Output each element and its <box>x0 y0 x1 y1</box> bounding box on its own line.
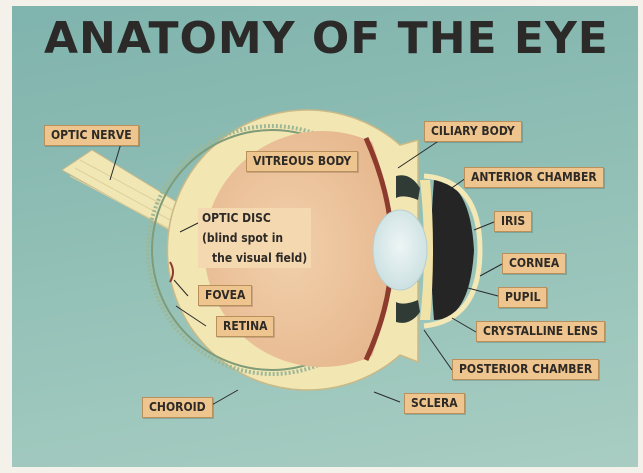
label-optic-nerve: OPTIC NERVE <box>44 125 139 146</box>
label-optic-disc: OPTIC DISC (blind spot in the visual fie… <box>198 208 311 268</box>
label-optic-disc-line3: the visual field) <box>198 248 311 268</box>
label-fovea: FOVEA <box>198 285 252 306</box>
label-optic-disc-line1: OPTIC DISC <box>198 208 311 228</box>
crystalline-lens-shape <box>373 210 427 290</box>
label-iris: IRIS <box>494 211 532 232</box>
label-cornea: CORNEA <box>502 253 566 274</box>
label-sclera: SCLERA <box>404 393 465 414</box>
label-anterior-chamber: ANTERIOR CHAMBER <box>464 167 604 188</box>
label-crystalline-lens: CRYSTALLINE LENS <box>476 321 605 342</box>
label-ciliary-body: CILIARY BODY <box>424 121 522 142</box>
label-pupil: PUPIL <box>498 287 547 308</box>
label-retina: RETINA <box>216 316 274 337</box>
label-vitreous-body: VITREOUS BODY <box>246 151 358 172</box>
label-posterior-chamber: POSTERIOR CHAMBER <box>452 359 599 380</box>
label-choroid: CHOROID <box>142 397 213 418</box>
label-optic-disc-line2: (blind spot in <box>198 228 311 248</box>
